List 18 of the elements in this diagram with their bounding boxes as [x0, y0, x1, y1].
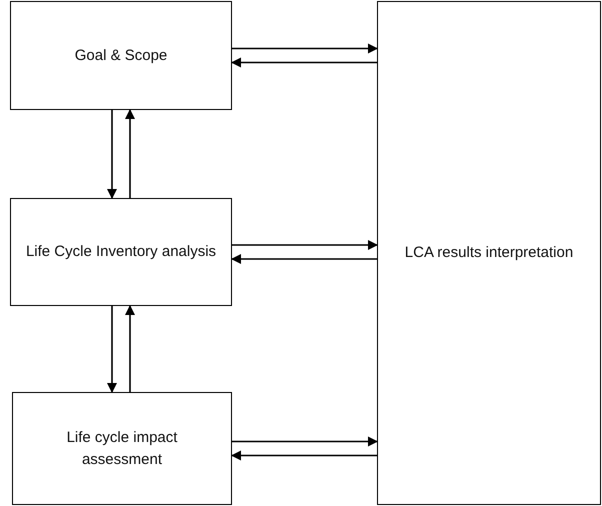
- arrow: [231, 58, 377, 68]
- arrow: [232, 436, 378, 446]
- box-label: Life cycle impact assessment: [66, 428, 178, 470]
- process-box: [10, 198, 232, 306]
- box-label: Goal & Scope: [74, 46, 168, 66]
- arrow: [125, 305, 135, 392]
- arrow: [231, 450, 377, 460]
- process-box: [377, 1, 601, 505]
- process-box: [10, 1, 232, 110]
- arrow: [107, 110, 117, 199]
- arrow: [231, 254, 377, 264]
- box-label: LCA results interpretation: [404, 243, 574, 264]
- process-box: [12, 392, 232, 505]
- arrow: [125, 109, 135, 198]
- arrow: [232, 240, 378, 250]
- arrow: [232, 44, 378, 54]
- arrow: [107, 306, 117, 393]
- box-label: Life Cycle Inventory analysis: [26, 242, 216, 262]
